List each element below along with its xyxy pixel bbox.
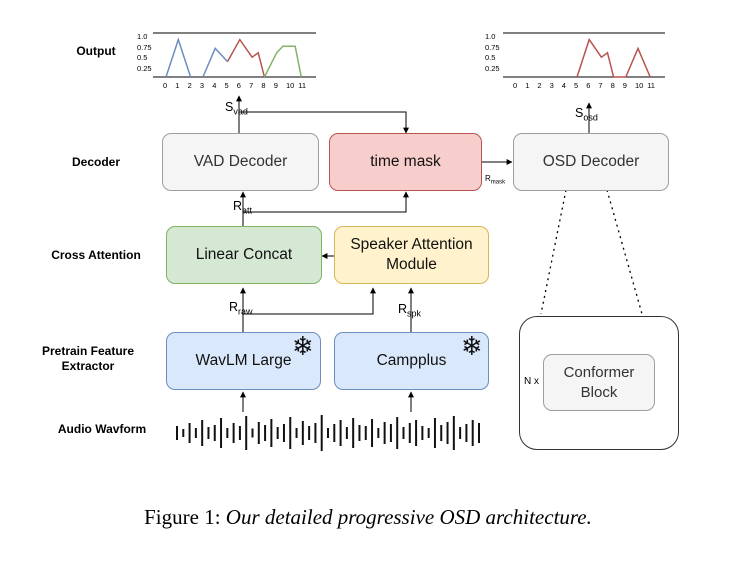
figure-caption: Figure 1: Our detailed progressive OSD a… [0, 505, 736, 530]
x-tick-label: 9 [622, 81, 627, 90]
campplus-box: Campplus [334, 332, 489, 390]
y-tick-label: 0.5 [137, 53, 148, 62]
r-raw-sub: raw [238, 306, 253, 317]
row-label-output: Output [76, 44, 116, 58]
s-osd-label: Sosd [575, 106, 598, 123]
x-tick-label: 4 [561, 81, 566, 90]
x-tick-label: 4 [212, 81, 217, 90]
r-raw-base: R [229, 300, 239, 314]
x-tick-label: 8 [610, 81, 615, 90]
s-vad-label: Svad [225, 100, 248, 117]
wavlm-large-box: WavLM Large [166, 332, 321, 390]
osd-decoder-box: OSD Decoder [513, 133, 669, 191]
chart-series-blue [165, 37, 192, 78]
r-spk-label: Rspk [398, 302, 421, 319]
y-tick-label: 0.75 [137, 42, 152, 52]
arrow-svad-to-time-mask [239, 111, 409, 134]
s-vad-base: S [225, 100, 234, 114]
frozen-snowflake-icon: ❄ [461, 332, 483, 362]
chart-series-green [263, 45, 303, 78]
x-tick-label: 8 [261, 81, 266, 90]
r-att-base: R [233, 199, 243, 213]
conformer-block-box: Conformer Block [543, 354, 655, 411]
r-mask-base: R [485, 174, 491, 183]
x-tick-label: 2 [187, 81, 192, 90]
y-tick-label: 0.25 [137, 63, 152, 73]
r-att-label: Ratt [233, 199, 252, 216]
vad-decoder-box: VAD Decoder [162, 133, 319, 191]
r-spk-sub: spk [407, 308, 422, 319]
r-spk-base: R [398, 302, 408, 316]
y-tick-label: 1.0 [137, 32, 148, 41]
r-raw-label: Rraw [229, 300, 253, 317]
caption-label: Figure 1: [144, 505, 221, 529]
y-tick-label: 0.5 [485, 53, 496, 62]
dotted-expand-left [540, 189, 567, 315]
x-tick-label: 0 [163, 81, 168, 90]
s-osd-base: S [575, 106, 584, 120]
r-att-sub: att [242, 205, 253, 216]
audio-waveform [176, 415, 480, 451]
x-tick-label: 10 [286, 81, 295, 90]
x-tick-label: 2 [537, 81, 542, 90]
r-mask-label: Rmask [485, 174, 505, 186]
linear-concat-box: Linear Concat [166, 226, 322, 284]
y-tick-label: 0.75 [485, 42, 500, 52]
x-tick-label: 6 [236, 81, 241, 90]
y-tick-label: 1.0 [485, 32, 496, 41]
x-tick-label: 5 [574, 81, 579, 90]
x-tick-label: 3 [199, 81, 205, 90]
row-label-audio: Audio Wavform [57, 422, 147, 436]
r-mask-sub: mask [490, 179, 506, 186]
x-tick-label: 3 [549, 81, 554, 90]
vad-output-chart [153, 32, 316, 78]
s-osd-sub: osd [583, 112, 598, 123]
arrow-raw-to-speaker-attention [243, 287, 376, 315]
frozen-snowflake-icon: ❄ [292, 332, 314, 362]
x-tick-label: 5 [224, 81, 229, 90]
dotted-expand-right [606, 189, 643, 315]
arrow-att-to-time-mask [243, 191, 409, 213]
caption-text: Our detailed progressive OSD architectur… [225, 505, 592, 529]
y-tick-label: 0.25 [485, 63, 500, 73]
chart-series-red [226, 38, 266, 78]
s-vad-sub: vad [233, 106, 248, 117]
x-tick-label: 0 [513, 81, 518, 90]
x-tick-label: 11 [298, 81, 307, 90]
row-label-decoder: Decoder [71, 155, 121, 169]
row-label-pretrain: Pretrain Feature Extractor [41, 344, 135, 373]
x-tick-label: 7 [598, 81, 603, 90]
x-tick-label: 11 [647, 81, 655, 90]
x-tick-label: 1 [175, 81, 180, 90]
x-tick-label: 1 [525, 81, 530, 90]
osd-output-chart [503, 32, 665, 78]
time-mask-box: time mask [329, 133, 482, 191]
speaker-attention-box: Speaker Attention Module [334, 226, 489, 284]
row-label-cross-attention: Cross Attention [51, 248, 141, 262]
x-tick-label: 7 [249, 81, 254, 90]
x-tick-label: 10 [635, 81, 644, 90]
x-tick-label: 9 [273, 81, 278, 90]
x-tick-label: 6 [586, 81, 591, 90]
chart-series-red [576, 37, 651, 78]
repeat-label: N x [524, 376, 539, 387]
chart-series-blue [202, 47, 229, 78]
